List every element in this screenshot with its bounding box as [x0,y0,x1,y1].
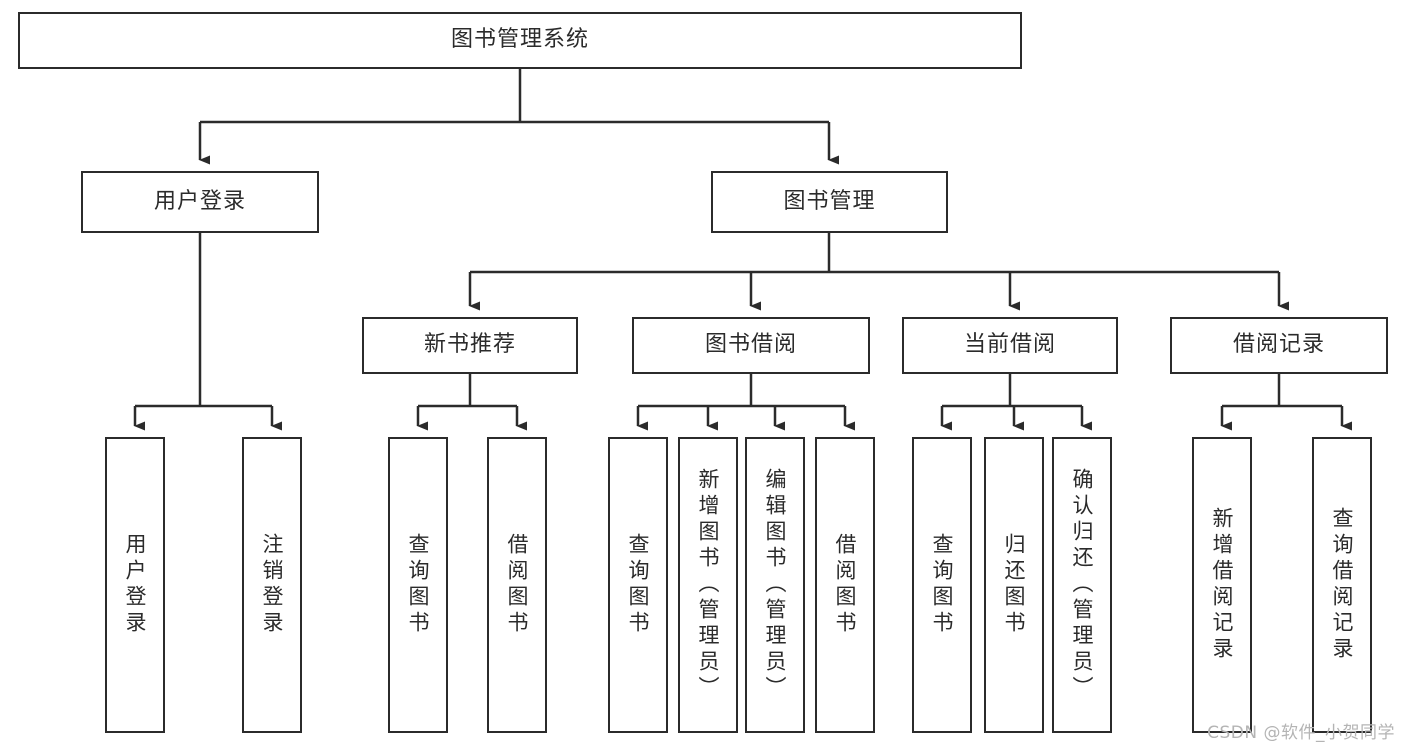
node-label: 查询图书 [406,533,431,637]
node-leaf-add-book[interactable]: 新增图书（管理员） [678,437,738,733]
node-leaf-add-record[interactable]: 新增借阅记录 [1192,437,1252,733]
node-label: 查询借阅记录 [1330,507,1355,663]
node-leaf-borrow-book-1[interactable]: 借阅图书 [487,437,547,733]
node-root[interactable]: 图书管理系统 [18,12,1022,69]
node-label: 借阅图书 [505,533,530,637]
node-leaf-query-book-1[interactable]: 查询图书 [388,437,448,733]
node-label: 用户登录 [153,188,246,214]
node-label: 图书管理 [783,188,876,214]
node-label: 编辑图书（管理员） [763,468,788,702]
node-label: 新增借阅记录 [1210,507,1235,663]
node-leaf-user-login[interactable]: 用户登录 [105,437,165,733]
node-leaf-edit-book[interactable]: 编辑图书（管理员） [745,437,805,733]
node-label: 新书推荐 [423,332,516,358]
node-label: 归还图书 [1002,533,1027,637]
node-book-manage[interactable]: 图书管理 [711,171,948,233]
node-label: 确认归还（管理员） [1070,468,1095,702]
node-user-login[interactable]: 用户登录 [81,171,319,233]
node-book-borrow[interactable]: 图书借阅 [632,317,870,374]
node-label: 当前借阅 [963,332,1056,358]
node-label: 图书管理系统 [450,27,589,53]
node-label: 图书借阅 [704,332,797,358]
node-label: 注销登录 [260,533,285,637]
node-leaf-user-logout[interactable]: 注销登录 [242,437,302,733]
node-leaf-query-record[interactable]: 查询借阅记录 [1312,437,1372,733]
csdn-watermark: CSDN @软件_小贺同学 [1207,723,1395,743]
node-label: 查询图书 [930,533,955,637]
node-leaf-return-book[interactable]: 归还图书 [984,437,1044,733]
node-new-book-rec[interactable]: 新书推荐 [362,317,578,374]
node-leaf-query-book-3[interactable]: 查询图书 [912,437,972,733]
node-leaf-confirm-return[interactable]: 确认归还（管理员） [1052,437,1112,733]
node-label: 借阅图书 [833,533,858,637]
node-leaf-query-book-2[interactable]: 查询图书 [608,437,668,733]
node-label: 借阅记录 [1232,332,1325,358]
node-label: 查询图书 [626,533,651,637]
node-current-borrow[interactable]: 当前借阅 [902,317,1118,374]
connectors [133,69,1352,431]
node-borrow-record[interactable]: 借阅记录 [1170,317,1388,374]
node-leaf-borrow-book-2[interactable]: 借阅图书 [815,437,875,733]
node-label: 新增图书（管理员） [696,468,721,702]
node-label: 用户登录 [123,533,148,637]
